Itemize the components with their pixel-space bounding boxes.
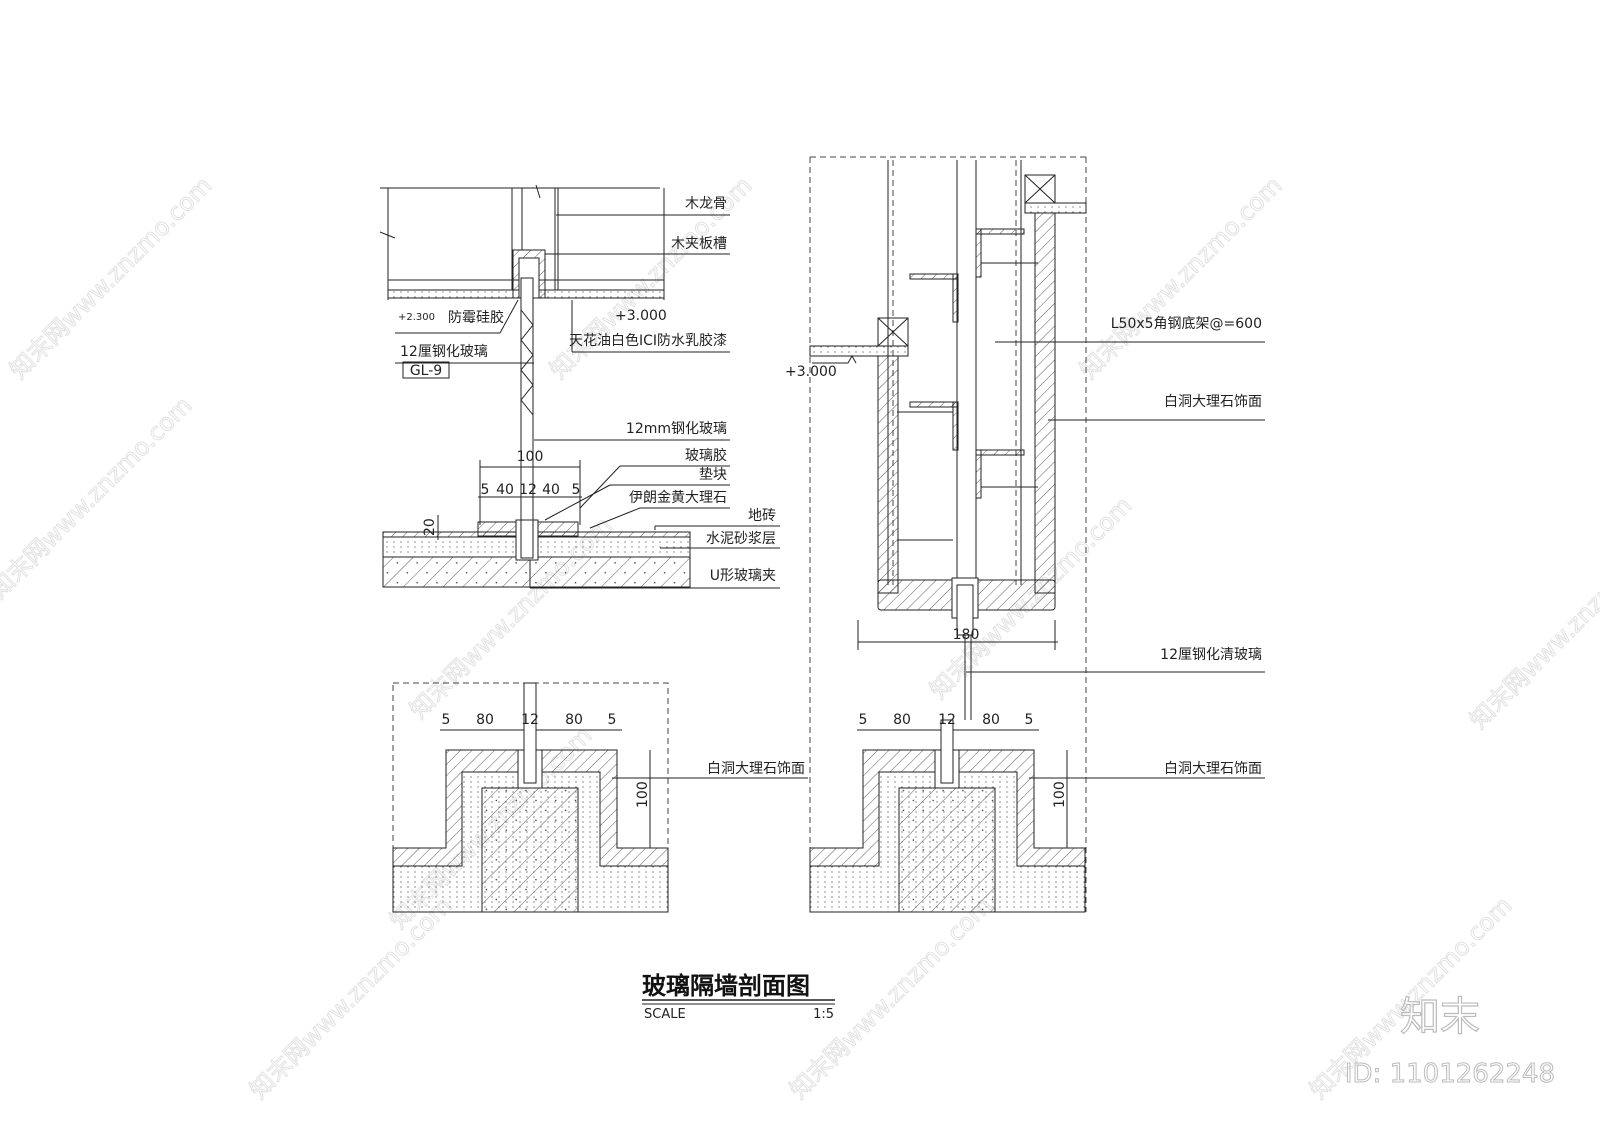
label-wood-keel: 木龙骨 <box>685 196 727 212</box>
watermark-id: ID: 1101262248 <box>1345 1059 1555 1089</box>
dim-part: 80 <box>565 712 583 728</box>
drawing-title: 玻璃隔墙剖面图 <box>642 972 810 1000</box>
dim-part: 5 <box>481 482 490 498</box>
dim-part: 5 <box>859 712 868 728</box>
watermark-layer: 知末网www.znzmo.com 知末网www.znzmo.com 知末网www… <box>0 171 1600 1105</box>
label-level-high: +3.000 <box>615 308 667 324</box>
dim-part: 80 <box>476 712 494 728</box>
watermark-text: 知末网www.znzmo.com <box>1074 171 1287 384</box>
label-mortar: 水泥砂浆层 <box>706 531 776 547</box>
label-u-clamp: U形玻璃夹 <box>710 567 776 584</box>
label-glass-12: 12厘钢化玻璃 <box>400 343 488 360</box>
label-level: +3.000 <box>785 364 837 380</box>
label-glass-glue: 玻璃胶 <box>685 447 727 464</box>
dim-part: 5 <box>1025 712 1034 728</box>
dim-part: 5 <box>572 482 581 498</box>
watermark-text: 知末网www.znzmo.com <box>244 891 457 1104</box>
dim-part: 12 <box>519 482 537 498</box>
watermark-text: 知末网www.znzmo.com <box>0 391 197 604</box>
dim-height: 100 <box>1052 781 1068 808</box>
label-glass-12mm: 12mm钢化玻璃 <box>626 420 727 437</box>
section-top-left: 木龙骨 木夹板槽 +3.000 +2.300 防霉硅胶 天花油白色ICI防水乳胶… <box>379 184 780 589</box>
dim-total: 100 <box>517 449 544 465</box>
label-marble-finish: 白洞大理石饰面 <box>1164 394 1262 410</box>
dim-part: 12 <box>938 712 956 728</box>
section-top-right: L50x5角钢底架@=600 白洞大理石饰面 +3.000 12厘钢化清玻璃 1… <box>785 156 1265 912</box>
dim-part: 80 <box>893 712 911 728</box>
watermark-logo: 知末 <box>1400 994 1480 1040</box>
dim-part: 12 <box>521 712 539 728</box>
watermark-text: 知末网www.znzmo.com <box>1464 521 1600 734</box>
section-bottom-right: 白洞大理石饰面 5 80 12 80 5 100 <box>809 712 1265 913</box>
dim-part: 40 <box>542 482 560 498</box>
label-angle-steel: L50x5角钢底架@=600 <box>1111 316 1262 332</box>
label-silicone: 防霉硅胶 <box>448 309 504 326</box>
label-marble: 伊朗金黄大理石 <box>629 489 727 506</box>
label-floor-tile: 地砖 <box>748 508 776 524</box>
dim-part: 80 <box>982 712 1000 728</box>
dim-height: 20 <box>422 518 438 536</box>
label-marble-finish: 白洞大理石饰面 <box>707 761 805 777</box>
dim-part: 5 <box>608 712 617 728</box>
dim-part: 5 <box>442 712 451 728</box>
dim-height: 100 <box>635 781 651 808</box>
watermark-text: 知末网www.znzmo.com <box>784 891 997 1104</box>
label-plywood-slot: 木夹板槽 <box>671 236 727 252</box>
dim-width: 180 <box>953 627 980 643</box>
dim-part: 40 <box>496 482 514 498</box>
scale-value: 1:5 <box>813 1007 834 1022</box>
glass-tag: GL-9 <box>410 363 442 379</box>
section-bottom-left: 白洞大理石饰面 5 80 12 80 5 100 <box>392 682 808 913</box>
glass-tag-box <box>402 361 450 379</box>
label-level-low: +2.300 <box>398 312 435 323</box>
title-block: 玻璃隔墙剖面图 SCALE 1:5 <box>642 972 835 1022</box>
label-clear-glass: 12厘钢化清玻璃 <box>1160 646 1262 663</box>
label-ceiling-paint: 天花油白色ICI防水乳胶漆 <box>569 332 727 349</box>
scale-label: SCALE <box>644 1007 686 1022</box>
label-spacer: 垫块 <box>699 467 727 483</box>
watermark-text: 知末网www.znzmo.com <box>4 171 217 384</box>
label-marble-finish: 白洞大理石饰面 <box>1164 761 1262 777</box>
